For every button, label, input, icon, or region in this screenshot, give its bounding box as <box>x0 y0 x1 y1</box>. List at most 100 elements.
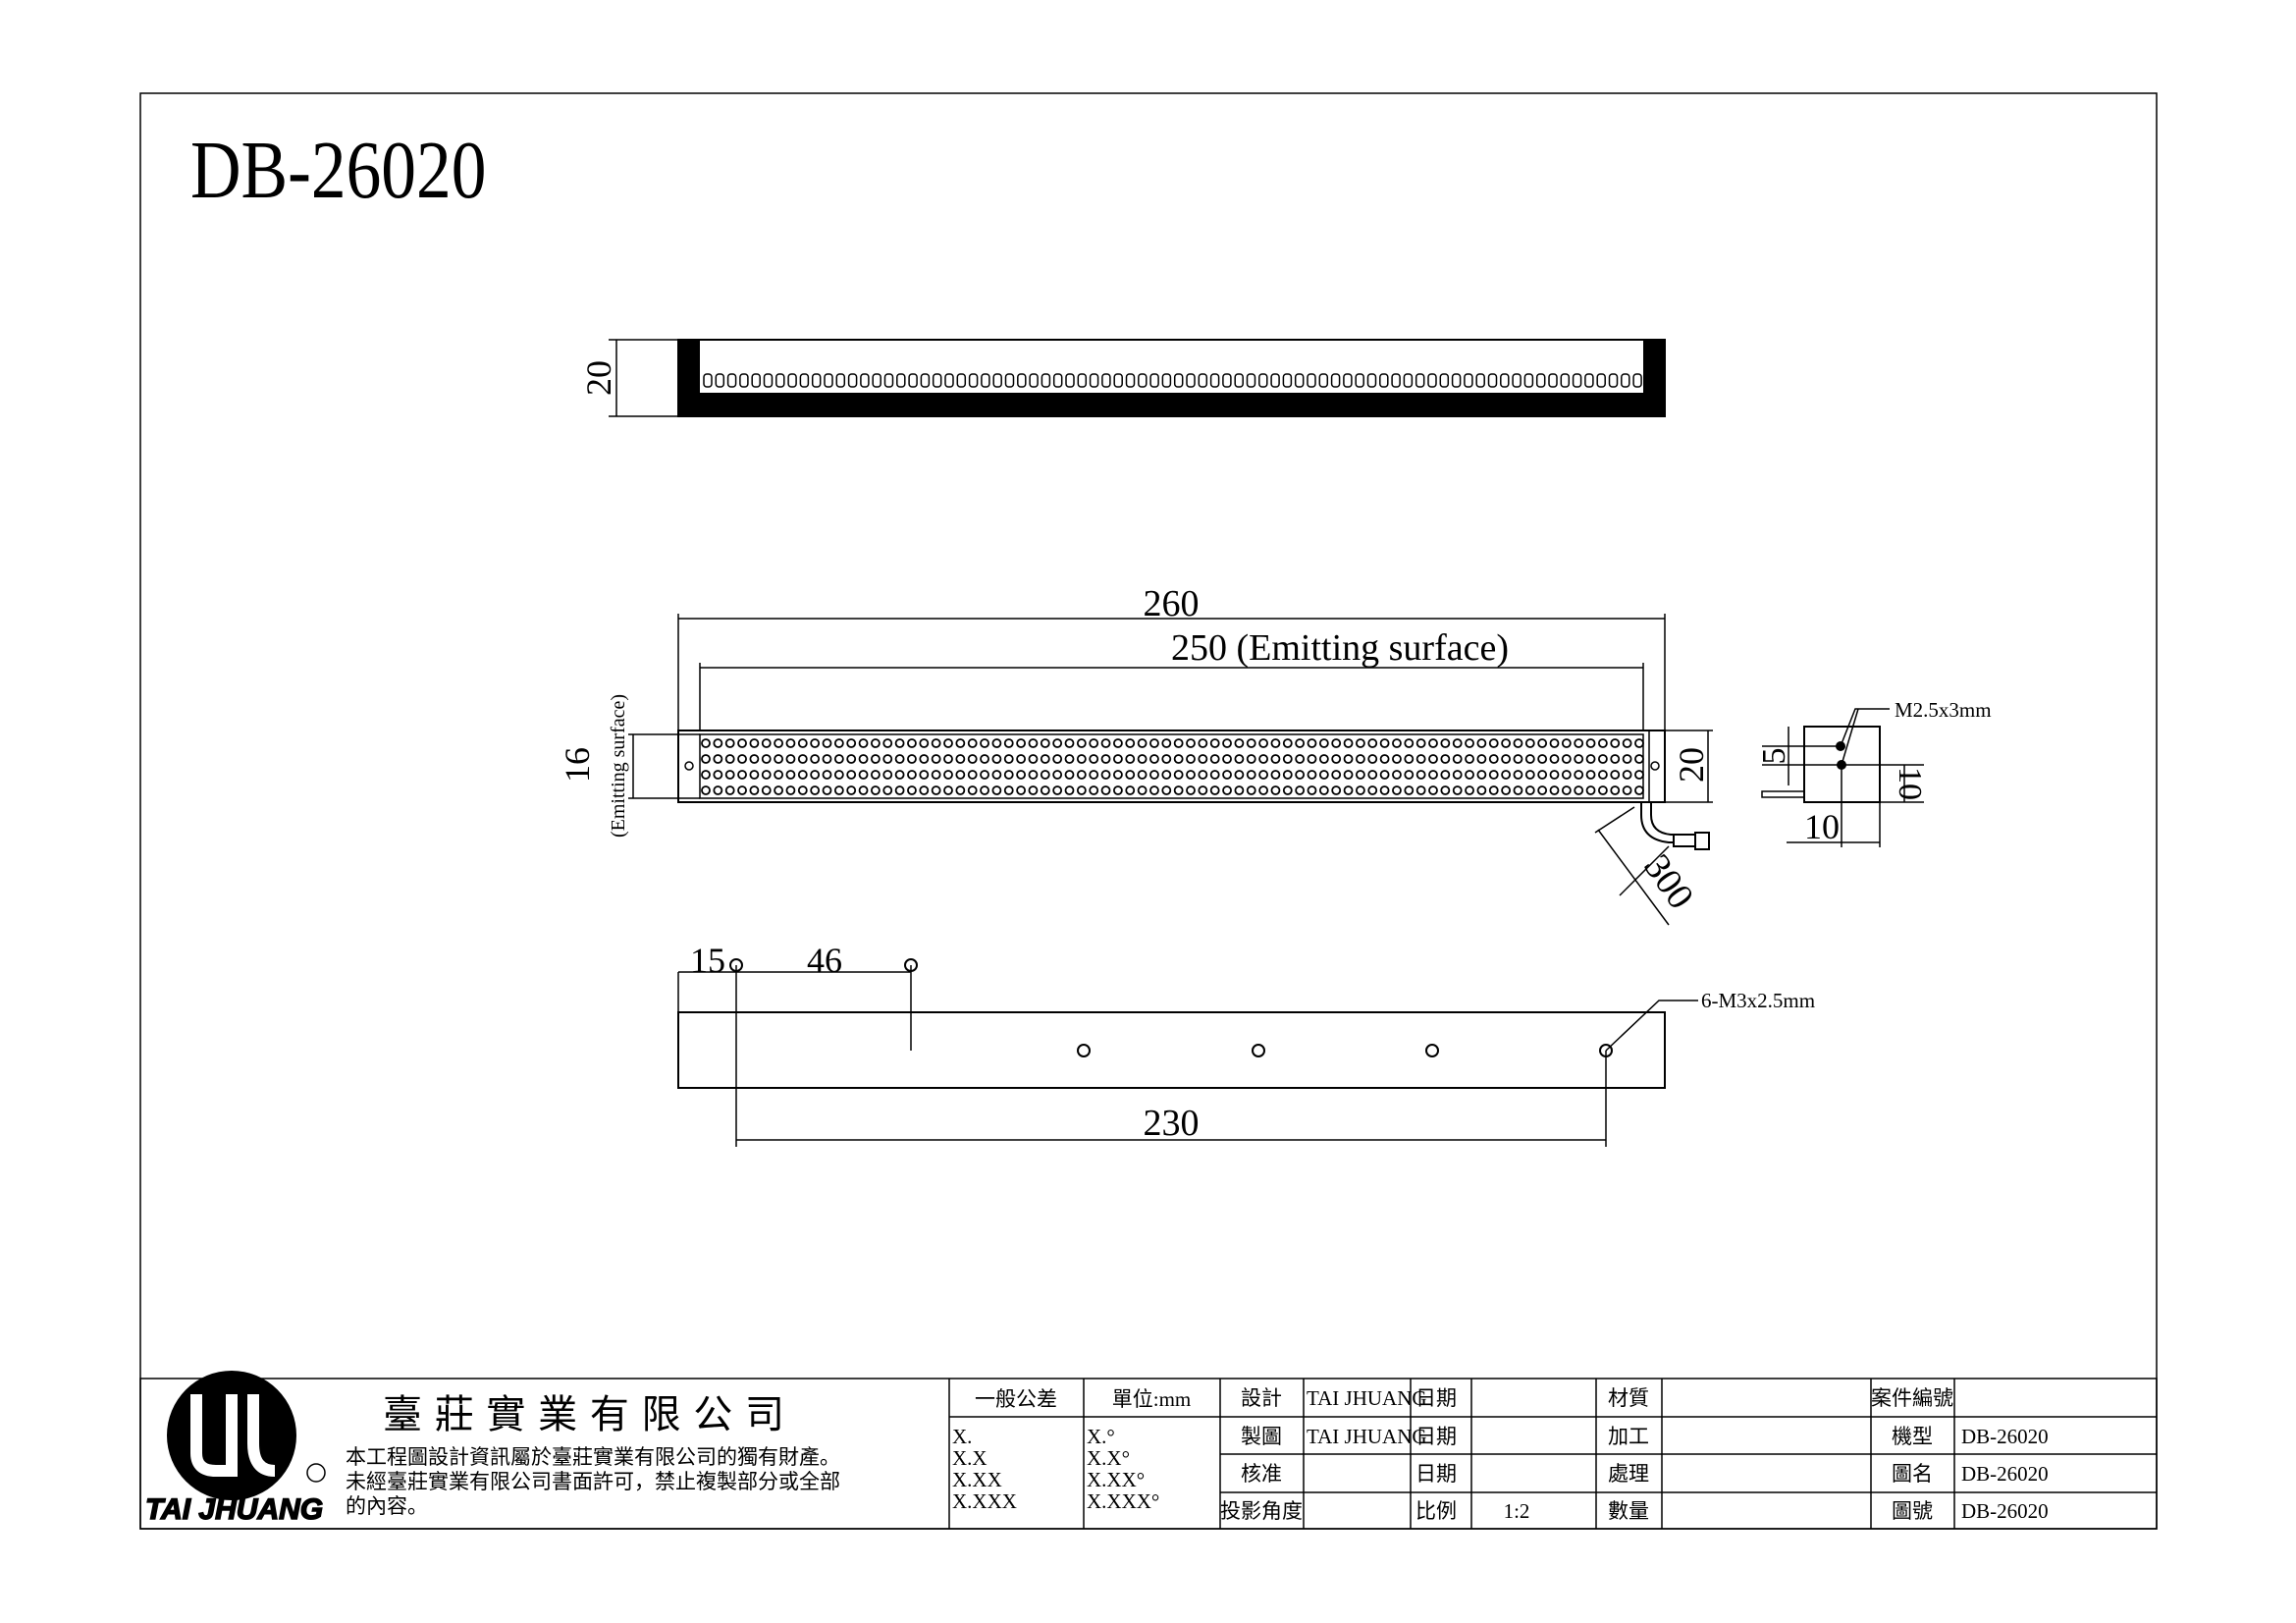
led-dot <box>943 754 953 764</box>
led-dot <box>1016 785 1026 795</box>
led-dot <box>1222 754 1232 764</box>
led-dot <box>894 770 905 780</box>
led-dot <box>967 754 978 764</box>
led-bump <box>1173 373 1184 388</box>
top-view: 20 <box>579 339 1666 417</box>
led-dot <box>1574 785 1584 795</box>
led-dot <box>1282 738 1293 748</box>
led-dot <box>1476 738 1487 748</box>
led-bump <box>860 373 870 388</box>
led-dot <box>991 785 1002 795</box>
company-name: 臺 莊 實 業 有 限 公 司 <box>383 1392 784 1437</box>
led-bump <box>1258 373 1268 388</box>
led-dot <box>858 770 869 780</box>
led-dot <box>1404 770 1415 780</box>
led-bump <box>847 373 858 388</box>
led-dot <box>1149 754 1159 764</box>
led-dot <box>919 738 930 748</box>
led-dot <box>1392 770 1402 780</box>
hole-pitch-dim: 46 <box>807 941 842 980</box>
id-value: DB-26020 <box>1961 1425 2049 1448</box>
led-dot <box>1161 738 1172 748</box>
led-dot <box>785 770 796 780</box>
led-dot <box>943 785 953 795</box>
led-dot <box>846 738 857 748</box>
led-dot <box>1561 770 1572 780</box>
led-dot <box>1549 738 1560 748</box>
row-value: TAI JHUANG <box>1307 1386 1427 1410</box>
led-dot <box>1089 770 1099 780</box>
led-dot <box>1052 738 1063 748</box>
led-dot <box>1295 754 1306 764</box>
led-dot <box>1307 785 1317 795</box>
led-dot <box>749 754 760 764</box>
led-bump <box>763 373 774 388</box>
angle-tolerance-row: X.° <box>1087 1425 1115 1448</box>
led-dot <box>1440 770 1451 780</box>
id-label: 圖號 <box>1892 1499 1933 1523</box>
led-dot <box>1404 738 1415 748</box>
led-dot <box>1222 770 1232 780</box>
led-dot <box>1356 770 1365 780</box>
led-dot <box>882 785 893 795</box>
top-height-dim: 20 <box>579 360 618 396</box>
led-dot <box>858 754 869 764</box>
led-dot <box>1343 754 1354 764</box>
led-dot <box>1258 785 1268 795</box>
led-dot <box>724 770 735 780</box>
led-bump <box>739 373 749 388</box>
led-dot <box>1561 785 1572 795</box>
led-dot <box>822 738 832 748</box>
led-dot <box>1610 770 1621 780</box>
led-bump <box>1379 373 1389 388</box>
led-bump <box>872 373 881 388</box>
led-bump <box>1294 373 1305 388</box>
led-dot <box>1028 738 1039 748</box>
hole-offset-dim: 5 <box>1756 748 1792 765</box>
led-bump <box>1186 373 1196 388</box>
led-dot <box>955 785 966 795</box>
led-dot <box>1598 785 1608 795</box>
led-dot <box>774 738 783 748</box>
row-value: TAI JHUANG <box>1307 1425 1427 1448</box>
led-dot <box>871 770 881 780</box>
led-bump <box>1403 373 1414 388</box>
led-dot <box>1209 770 1220 780</box>
tolerance-header: 一般公差 <box>975 1387 1057 1411</box>
led-dot <box>810 785 821 795</box>
led-dot <box>1198 770 1208 780</box>
led-dot <box>1186 754 1196 764</box>
led-bump <box>1391 373 1401 388</box>
id-value: DB-26020 <box>1961 1462 2049 1486</box>
led-dot <box>749 785 760 795</box>
led-bump <box>920 373 931 388</box>
tolerance-row: X. <box>952 1425 972 1448</box>
led-dot <box>1488 754 1499 764</box>
led-dot <box>1282 754 1293 764</box>
led-dot <box>1307 770 1317 780</box>
led-dot <box>701 738 711 748</box>
led-dot <box>1415 770 1426 780</box>
notice-line-3: 的內容。 <box>346 1494 428 1518</box>
led-dot <box>1379 770 1390 780</box>
led-bump <box>703 373 713 388</box>
led-bump <box>992 373 1002 388</box>
id-label: 案件編號 <box>1871 1386 1953 1410</box>
led-dot <box>1125 785 1136 795</box>
tolerance-row: X.XX <box>952 1468 1002 1491</box>
led-bump <box>835 373 846 388</box>
led-dot <box>737 738 747 748</box>
led-dot <box>846 770 857 780</box>
led-dot-matrix <box>701 738 1644 795</box>
led-dot <box>1367 754 1378 764</box>
led-dot <box>1270 738 1281 748</box>
led-dot <box>955 738 966 748</box>
led-bump <box>1596 373 1606 388</box>
led-dot <box>1234 738 1245 748</box>
led-dot <box>1452 738 1463 748</box>
led-bump <box>956 373 967 388</box>
led-dot <box>737 785 747 795</box>
led-dot <box>1076 785 1087 795</box>
led-dot <box>882 738 893 748</box>
